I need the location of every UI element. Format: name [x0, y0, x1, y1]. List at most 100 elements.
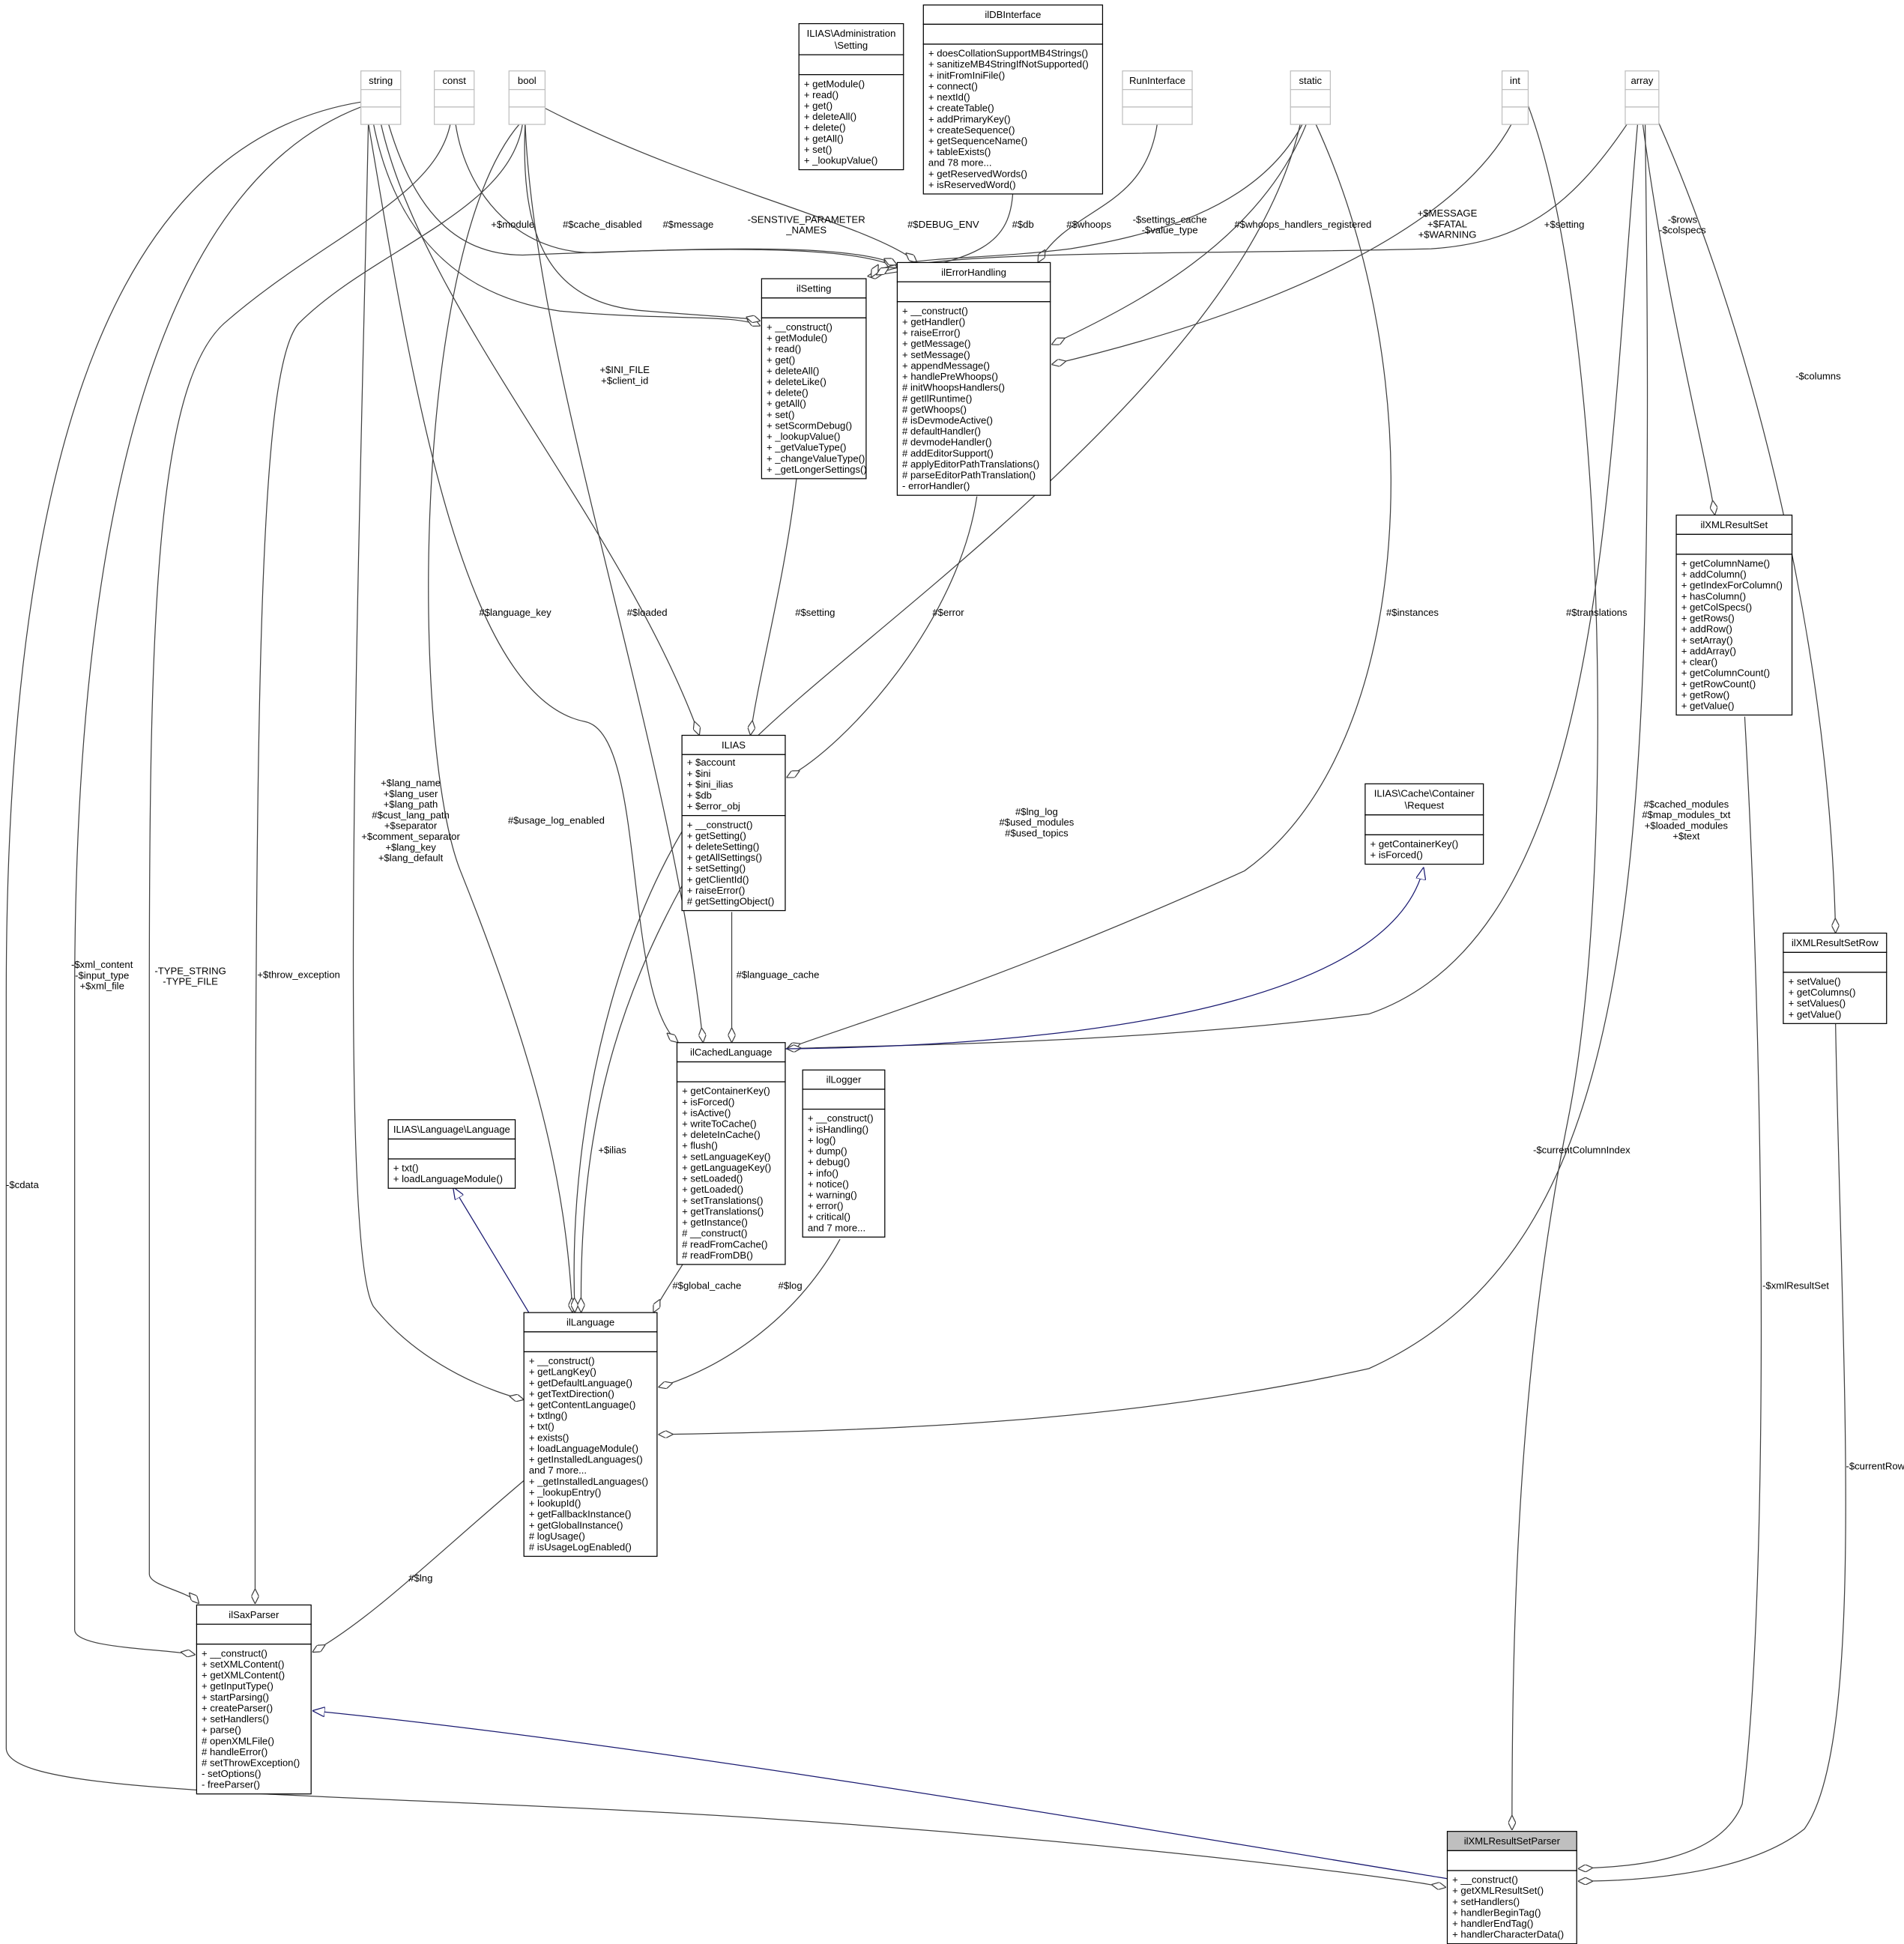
class-header — [387, 1119, 516, 1140]
class-method: and 78 more... — [928, 157, 992, 169]
class-method: + delete() — [804, 122, 846, 133]
edge-string-to-ilSaxParser — [74, 106, 361, 1655]
class-box-ilSetting[interactable]: ilSetting+ __construct()+ getModule()+ r… — [761, 278, 867, 479]
class-method: + setValues() — [1789, 998, 1846, 1009]
class-method: # readFromCache() — [682, 1238, 767, 1250]
methods-compartment — [896, 301, 1051, 496]
edge-label: -$colspecs — [1659, 225, 1706, 236]
class-method: - freeParser() — [202, 1779, 260, 1790]
edge-label: -$cdata — [6, 1179, 39, 1190]
edge-ilCachedLanguage-to-cacheRequest — [785, 867, 1424, 1050]
class-header — [1446, 1831, 1577, 1852]
class-method: + getXMLResultSet() — [1452, 1885, 1544, 1896]
edge-label: +$FATAL — [1427, 218, 1467, 229]
class-box-ilSaxParser[interactable]: ilSaxParser+ __construct()+ setXMLConten… — [196, 1604, 312, 1795]
class-box-const[interactable]: const — [433, 70, 475, 125]
class-method: + warning() — [808, 1190, 857, 1201]
class-method: + critical() — [808, 1211, 850, 1223]
class-box-ilLanguage[interactable]: ilLanguage+ __construct()+ getLangKey()+… — [523, 1312, 658, 1557]
class-method: # addEditorSupport() — [902, 447, 994, 458]
edge-label: -$value_type — [1142, 225, 1198, 236]
class-method: + addColumn() — [1681, 569, 1747, 580]
edge-label: #$db — [1012, 219, 1034, 230]
edge-label: +$lang_key — [385, 841, 436, 853]
class-method: + raiseError() — [902, 327, 961, 339]
edge-label: +$module — [491, 219, 534, 230]
class-method: + exists() — [529, 1432, 569, 1443]
class-name: ilErrorHandling — [941, 267, 1006, 278]
class-method: + isActive() — [682, 1107, 731, 1118]
class-method: + deleteLike() — [767, 376, 826, 387]
class-name: static — [1299, 75, 1323, 86]
class-header — [523, 1312, 658, 1333]
methods-compartment — [798, 74, 904, 171]
class-method: + handlerBeginTag() — [1452, 1907, 1541, 1918]
class-name: bool — [518, 75, 537, 86]
class-name: ilCachedLanguage — [690, 1047, 772, 1058]
attributes-compartment — [1501, 88, 1529, 108]
class-box-ILIAS[interactable]: ILIAS+ $account+ $ini+ $ini_ilias+ $db+ … — [681, 734, 786, 912]
class-method: + getColumns() — [1789, 987, 1856, 998]
edge-ilLanguage-to-languageIface — [453, 1187, 530, 1313]
class-box-ilCachedLanguage[interactable]: ilCachedLanguage+ getContainerKey()+ isF… — [676, 1042, 786, 1265]
class-header — [1625, 70, 1660, 91]
class-box-cacheRequest[interactable]: ILIAS\Cache\Container\Request+ getContai… — [1364, 783, 1484, 865]
class-box-bool[interactable]: bool — [508, 70, 546, 125]
methods-compartment — [1122, 106, 1193, 125]
class-method: + parse() — [202, 1725, 241, 1736]
class-method: + getModule() — [804, 78, 865, 89]
class-method: + isHandling() — [808, 1124, 868, 1135]
class-method: + lookupId() — [529, 1498, 581, 1509]
class-box-string[interactable]: string — [360, 70, 402, 125]
class-method: # getSettingObject() — [687, 896, 775, 907]
edge-label: +$lang_user — [384, 788, 438, 799]
class-method: + getRowCount() — [1681, 678, 1756, 689]
attributes-compartment — [387, 1138, 516, 1160]
class-method: + getRows() — [1681, 613, 1735, 624]
edge-label: +$separator — [384, 820, 438, 832]
class-box-int[interactable]: int — [1501, 70, 1529, 125]
edge-label: +$setting — [1544, 219, 1585, 230]
class-box-ilXMLResultSetRow[interactable]: ilXMLResultSetRow+ setValue()+ getColumn… — [1783, 932, 1888, 1024]
class-box-ilXMLResultSetParser[interactable]: ilXMLResultSetParser+ __construct()+ get… — [1446, 1831, 1577, 1944]
class-method: and 7 more... — [808, 1222, 865, 1233]
class-box-ilDBInterface[interactable]: ilDBInterface+ doesCollationSupportMB4St… — [922, 4, 1104, 195]
class-attribute: + $db — [687, 790, 712, 801]
class-box-RunInterface[interactable]: RunInterface — [1122, 70, 1193, 125]
edge-label: -$settings_cache — [1133, 214, 1207, 225]
class-method: + setLoaded() — [682, 1173, 743, 1184]
class-method: + info() — [808, 1167, 838, 1178]
class-method: + getReservedWords() — [928, 168, 1027, 179]
edge-array-to-ilCachedLanguage — [787, 123, 1639, 1049]
edge-const-to-ilSaxParser — [148, 123, 451, 1603]
class-box-languageIface[interactable]: ILIAS\Language\Language+ txt()+ loadLang… — [387, 1119, 516, 1189]
class-box-ilXMLResultSet[interactable]: ilXMLResultSet+ getColumnName()+ addColu… — [1675, 514, 1793, 716]
class-method: + deleteSetting() — [687, 841, 760, 852]
class-box-ilErrorHandling[interactable]: ilErrorHandling+ __construct()+ getHandl… — [896, 261, 1051, 496]
class-method: + getColSpecs() — [1681, 602, 1752, 613]
edge-label: #$cached_modules — [1644, 799, 1729, 810]
class-method: + flush() — [682, 1140, 718, 1151]
class-method: + setMessage() — [902, 349, 970, 360]
methods-compartment — [387, 1158, 516, 1189]
class-method: + __construct() — [808, 1112, 874, 1124]
attributes-compartment — [1122, 88, 1193, 108]
class-box-ilLogger[interactable]: ilLogger+ __construct()+ isHandling()+ l… — [802, 1069, 886, 1238]
edge-ilLanguage-to-ilSaxParser — [312, 1480, 525, 1652]
class-box-static[interactable]: static — [1290, 70, 1332, 125]
class-attribute: + $account — [687, 757, 736, 768]
class-method: + dump() — [808, 1145, 847, 1157]
class-name: ilDBInterface — [985, 9, 1041, 20]
class-method: + getAll() — [804, 133, 844, 144]
class-name: ilXMLResultSetRow — [1792, 937, 1879, 948]
edge-string-to-ilXMLResultSetParser — [5, 101, 1446, 1887]
class-box-array[interactable]: array — [1625, 70, 1660, 125]
class-method: + notice() — [808, 1178, 849, 1190]
class-name: \Setting — [835, 40, 868, 51]
class-method: # logUsage() — [529, 1530, 585, 1542]
class-box-adminSetting[interactable]: ILIAS\Administration\Setting+ getModule(… — [798, 22, 904, 171]
class-method: + debug() — [808, 1157, 850, 1168]
class-method: # __construct() — [682, 1228, 747, 1239]
edge-label: -$xmlResultSet — [1762, 1280, 1829, 1292]
class-method: + handlerCharacterData() — [1452, 1929, 1564, 1940]
